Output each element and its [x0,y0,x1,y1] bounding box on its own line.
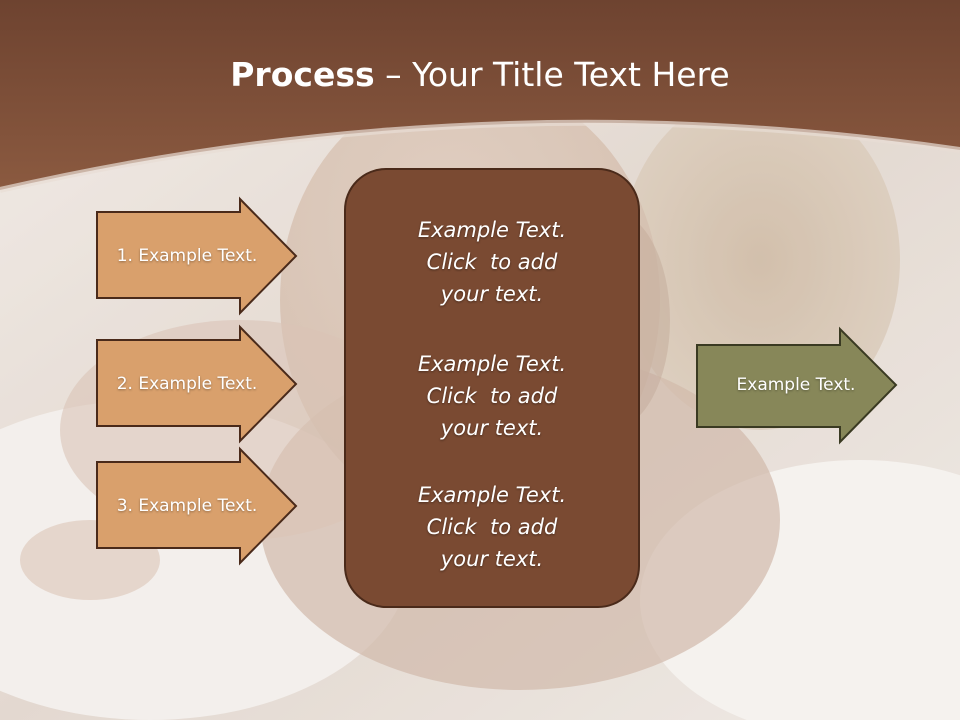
header-band [0,0,960,193]
paragraph-line: your text. [440,416,544,440]
paragraph-line: Click to add [426,515,558,539]
center-paragraph-1: Example Text. Click to add your text. [346,214,638,310]
center-paragraph-3: Example Text. Click to add your text. [346,479,638,575]
step-label-3: 3. Example Text. [116,496,258,516]
step-label-1: 1. Example Text. [116,246,258,266]
paragraph-line: Click to add [426,250,558,274]
step-arrow-3[interactable]: 3. Example Text. [96,446,298,566]
step-label-2: 2. Example Text. [116,374,258,394]
right-arrow-icon [96,196,298,316]
paragraph-line: your text. [440,282,544,306]
right-arrow-icon [696,326,898,445]
title-bold: Process [230,55,375,94]
paragraph-line: Example Text. [417,218,567,242]
output-arrow[interactable]: Example Text. [696,326,898,445]
step-arrow-2[interactable]: 2. Example Text. [96,324,298,444]
center-paragraph-2: Example Text. Click to add your text. [346,348,638,444]
paragraph-line: your text. [440,547,544,571]
title-rest: – Your Title Text Here [374,55,730,94]
paragraph-line: Example Text. [417,483,567,507]
slide-title: Process – Your Title Text Here [0,52,960,98]
right-arrow-icon [96,324,298,444]
paragraph-line: Click to add [426,384,558,408]
paragraph-line: Example Text. [417,352,567,376]
output-label: Example Text. [736,375,856,395]
center-text-box[interactable]: Example Text. Click to add your text. Ex… [344,168,640,608]
right-arrow-icon [96,446,298,566]
step-arrow-1[interactable]: 1. Example Text. [96,196,298,316]
